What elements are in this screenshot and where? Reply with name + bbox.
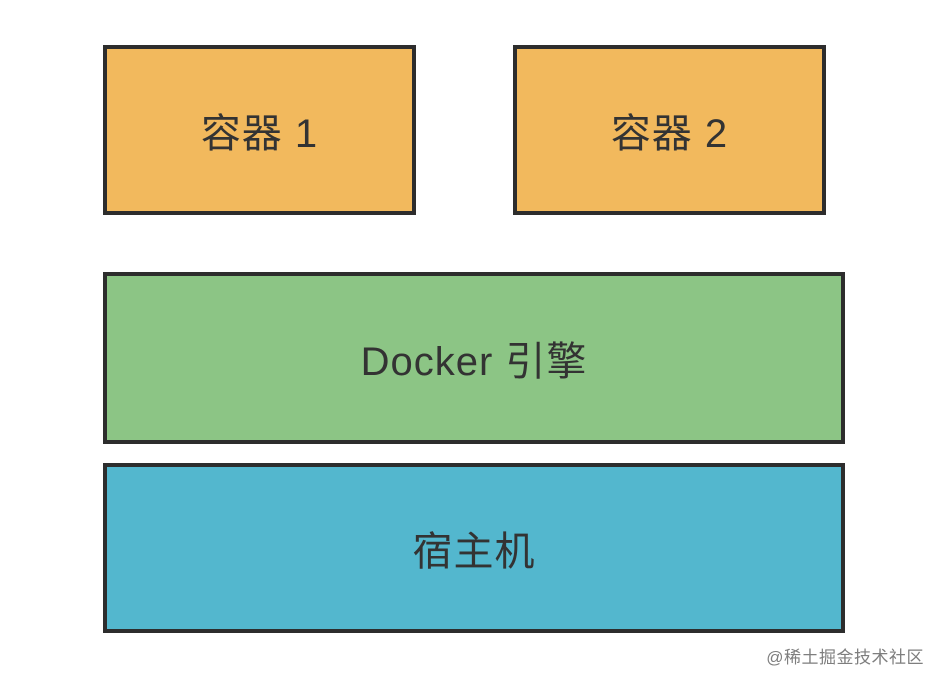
host-machine-label: 宿主机 [412, 530, 536, 574]
host-machine-box: 宿主机 [103, 463, 845, 633]
watermark: @稀土掘金技术社区 [766, 648, 924, 667]
container-1-box: 容器 1 [103, 45, 416, 215]
docker-engine-label: Docker 引擎 [360, 340, 588, 384]
docker-engine-box: Docker 引擎 [103, 272, 845, 444]
container-1-label: 容器 1 [200, 112, 319, 156]
container-2-box: 容器 2 [513, 45, 826, 215]
container-2-label: 容器 2 [610, 112, 729, 156]
